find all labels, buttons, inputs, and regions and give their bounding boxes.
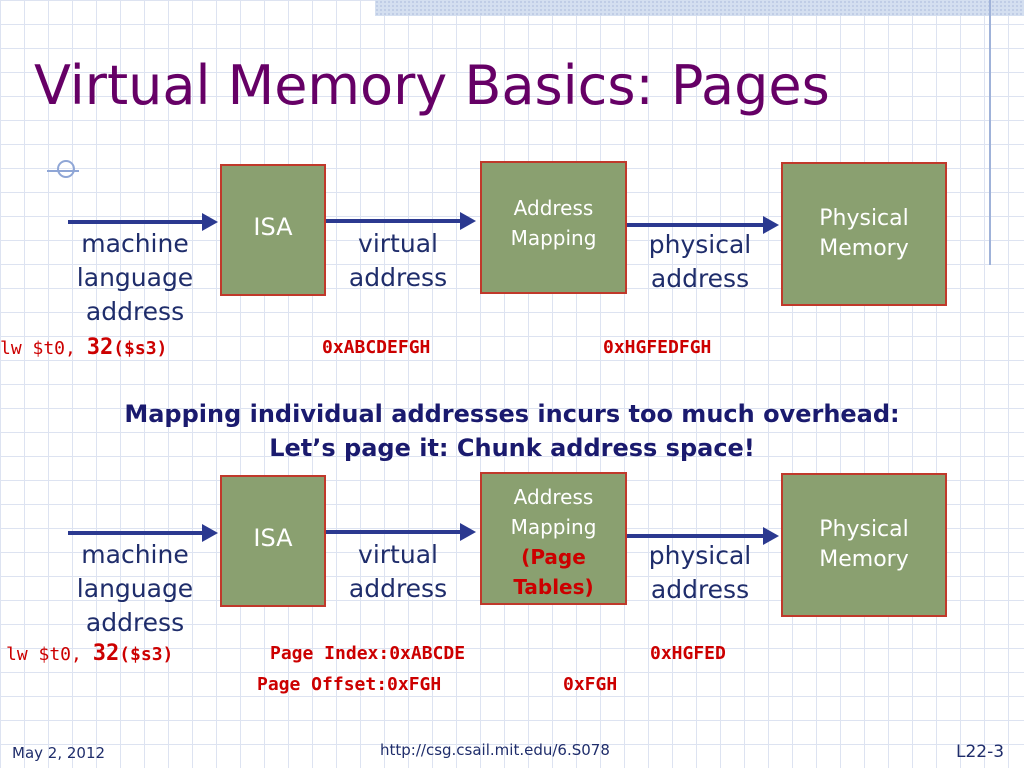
physical-address-value: 0xHGFEDFGH — [603, 337, 712, 358]
virtual-address-value: 0xABCDEFGH — [322, 337, 431, 358]
physical-memory-box: Physical Memory — [781, 162, 947, 306]
bullet-crosshair-icon — [57, 160, 75, 178]
label-line: address — [348, 574, 448, 603]
overhead-message: Mapping individual addresses incurs too … — [0, 397, 1024, 465]
label-line: address — [348, 263, 448, 292]
arrow-machine-to-isa-2 — [68, 524, 218, 542]
memory-label-line2: Memory — [819, 236, 909, 261]
label-line: virtual — [358, 540, 438, 569]
arrow-isa-to-mapping — [326, 212, 476, 230]
virtual-address-label: virtual address — [328, 227, 468, 295]
page-index-value: Page Index:0xABCDE — [270, 643, 466, 664]
machine-language-address-label-2: machine language address — [60, 538, 210, 640]
arrow-isa-to-mapping-2 — [326, 523, 476, 541]
footer-date: May 2, 2012 — [12, 744, 106, 762]
mapping2-label-line1: Address — [513, 485, 594, 509]
slide-title: Virtual Memory Basics: Pages — [34, 54, 830, 117]
label-line: address — [650, 264, 750, 293]
label-line: language — [76, 263, 194, 292]
slide-number: L22-3 — [956, 742, 1005, 762]
mapping2-label-line2: Mapping — [510, 515, 597, 539]
address-mapping-box-2: Address Mapping (Page Tables) — [480, 472, 627, 605]
virtual-address-label-2: virtual address — [328, 538, 468, 606]
instruction-register: ($s3) — [119, 644, 174, 665]
label-line: physical — [648, 230, 752, 259]
machine-language-address-label: machine language address — [60, 227, 210, 329]
label-line: physical — [648, 541, 752, 570]
footer-url: http://csg.csail.mit.edu/6.S078 — [380, 741, 610, 759]
message-line: Let’s page it: Chunk address space! — [269, 434, 755, 462]
arrow-machine-to-isa — [68, 213, 218, 231]
instruction-opcode: lw $t0, — [6, 644, 82, 665]
physical-address-label: physical address — [630, 228, 770, 296]
arrow-mapping-to-memory-2 — [627, 527, 779, 545]
label-line: address — [85, 297, 185, 326]
page-tables-label-line1: (Page — [521, 545, 586, 569]
label-line: virtual — [358, 229, 438, 258]
isa-label-2: ISA — [253, 524, 293, 552]
physical-page-index-value: 0xHGFED — [650, 643, 726, 664]
memory-label-line1: Physical — [819, 206, 909, 231]
instruction-offset: 32 — [86, 335, 114, 360]
page-tables-label-line2: Tables) — [513, 575, 594, 599]
address-mapping-box: Address Mapping — [480, 161, 627, 294]
physical-address-label-2: physical address — [630, 539, 770, 607]
mapping-label-line2: Mapping — [510, 226, 597, 250]
label-line: machine — [81, 229, 189, 258]
instruction-register: ($s3) — [113, 338, 168, 359]
memory2-label-line2: Memory — [819, 547, 909, 572]
arrow-mapping-to-memory — [627, 216, 779, 234]
instruction-code-1: lw $t0, 32($s3) — [0, 335, 167, 360]
instruction-offset: 32 — [92, 641, 120, 666]
label-line: machine — [81, 540, 189, 569]
isa-box-2: ISA — [220, 475, 326, 607]
isa-label: ISA — [253, 213, 293, 241]
header-decoration — [375, 0, 1024, 16]
instruction-opcode: lw $t0, — [0, 338, 76, 359]
isa-box: ISA — [220, 164, 326, 296]
margin-line — [989, 0, 991, 265]
page-offset-value: Page Offset:0xFGH — [257, 674, 442, 695]
message-line: Mapping individual addresses incurs too … — [124, 400, 900, 428]
memory2-label-line1: Physical — [819, 517, 909, 542]
label-line: address — [650, 575, 750, 604]
mapping-label-line1: Address — [513, 196, 594, 220]
label-line: language — [76, 574, 194, 603]
physical-memory-box-2: Physical Memory — [781, 473, 947, 617]
label-line: address — [85, 608, 185, 637]
instruction-code-2: lw $t0, 32($s3) — [6, 641, 173, 666]
physical-page-offset-value: 0xFGH — [563, 674, 618, 695]
